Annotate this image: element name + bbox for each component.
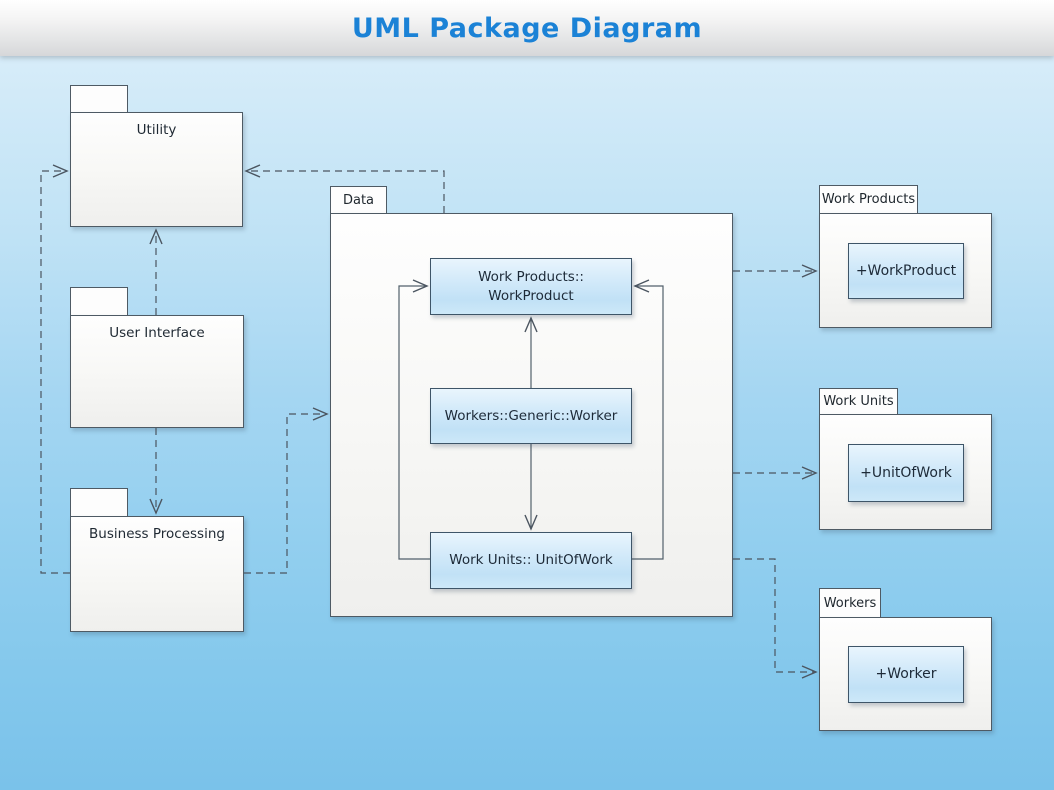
- dependency-business-processing-to-data[interactable]: [244, 407, 329, 574]
- page-title: UML Package Diagram: [351, 12, 703, 44]
- dependency-data-to-workers[interactable]: [733, 558, 818, 679]
- class-plus-worker[interactable]: +Worker: [848, 646, 964, 703]
- package-user-interface-label: User Interface: [109, 325, 205, 341]
- dependency-business-processing-to-utility[interactable]: [40, 164, 70, 574]
- package-workers-tab: Workers: [819, 588, 881, 617]
- package-data-label: Data: [342, 192, 375, 208]
- package-user-interface[interactable]: User Interface: [70, 287, 244, 428]
- package-data-tab: Data: [330, 186, 387, 213]
- association-unitofwork-to-workproduct-left[interactable]: [398, 279, 430, 560]
- package-work-units-tab: Work Units: [819, 388, 898, 414]
- package-utility-body: Utility: [70, 112, 243, 227]
- package-work-products-tab: Work Products: [819, 185, 918, 213]
- dependency-data-to-utility[interactable]: [244, 164, 445, 213]
- package-workers-label: Workers: [823, 595, 877, 611]
- package-utility-label: Utility: [136, 122, 177, 138]
- package-work-units-label: Work Units: [823, 394, 894, 409]
- package-business-processing-body: Business Processing: [70, 516, 244, 632]
- package-business-processing-tab: [70, 488, 128, 516]
- package-work-products-label: Work Products: [821, 192, 916, 207]
- class-work-units-unitofwork[interactable]: Work Units:: UnitOfWork: [430, 532, 632, 589]
- class-plus-worker-label: +Worker: [875, 666, 937, 683]
- class-work-units-unitofwork-label: Work Units:: UnitOfWork: [449, 552, 613, 569]
- class-plus-workproduct[interactable]: +WorkProduct: [848, 243, 964, 299]
- package-utility[interactable]: Utility: [70, 85, 243, 227]
- page-header: UML Package Diagram: [0, 0, 1054, 56]
- class-plus-unitofwork[interactable]: +UnitOfWork: [848, 444, 964, 502]
- package-business-processing[interactable]: Business Processing: [70, 488, 244, 632]
- class-work-products-workproduct[interactable]: Work Products:: WorkProduct: [430, 258, 632, 315]
- package-business-processing-label: Business Processing: [89, 526, 225, 542]
- class-workers-generic-worker[interactable]: Workers::Generic::Worker: [430, 388, 632, 444]
- class-plus-unitofwork-label: +UnitOfWork: [860, 464, 952, 481]
- class-plus-workproduct-label: +WorkProduct: [855, 262, 957, 279]
- class-work-products-workproduct-line1: Work Products::: [478, 269, 584, 286]
- package-user-interface-tab: [70, 287, 128, 315]
- class-work-products-workproduct-line2: WorkProduct: [488, 287, 574, 304]
- package-user-interface-body: User Interface: [70, 315, 244, 428]
- association-unitofwork-to-workproduct-right[interactable]: [632, 279, 664, 560]
- package-utility-tab: [70, 85, 128, 112]
- class-workers-generic-worker-label: Workers::Generic::Worker: [444, 407, 618, 424]
